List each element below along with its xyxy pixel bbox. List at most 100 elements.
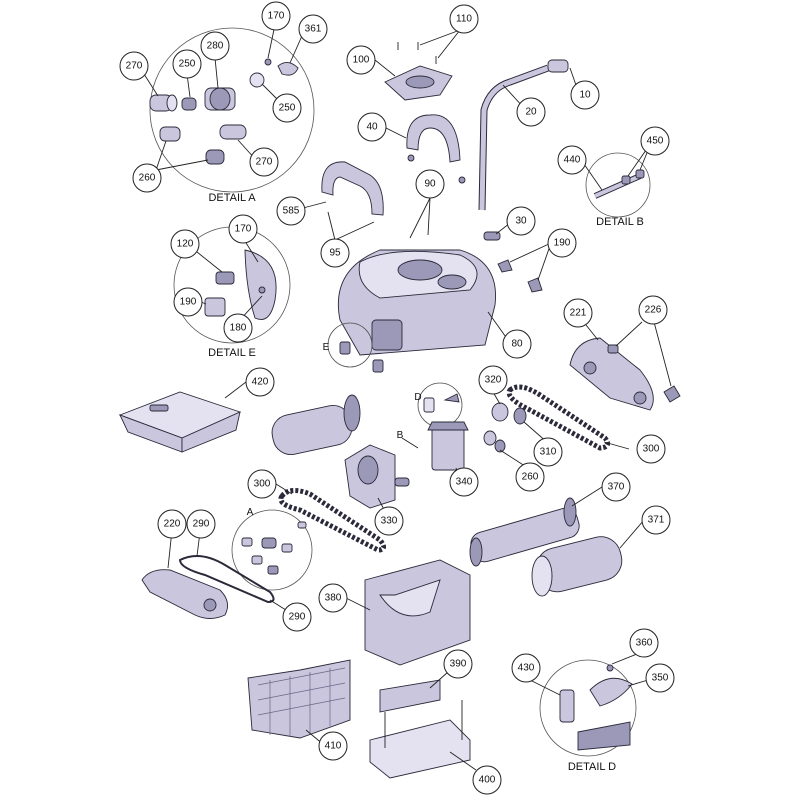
plate-220 xyxy=(141,569,229,619)
callout-180: 180 xyxy=(230,323,247,334)
latch-120 xyxy=(215,271,235,285)
callout-450: 450 xyxy=(647,136,664,147)
callout-361: 361 xyxy=(305,24,322,35)
callout-110: 110 xyxy=(456,14,472,25)
callout-440: 440 xyxy=(564,155,581,166)
roller-center-group xyxy=(271,394,361,455)
top-center-group xyxy=(374,29,578,211)
side-panel-221 xyxy=(569,337,654,411)
motor-330-group: B xyxy=(344,430,419,520)
detail-d-marker: D xyxy=(414,392,421,403)
cradle-380-group xyxy=(345,559,471,666)
clip-226 xyxy=(663,385,681,403)
callout-226: 226 xyxy=(645,305,662,316)
callout-350: 350 xyxy=(652,673,669,684)
board-420-group xyxy=(118,381,247,453)
pump-340-group: D xyxy=(414,382,469,483)
clip-190-b xyxy=(527,277,543,293)
detail-d-ring xyxy=(539,659,637,757)
callout-190-e: 190 xyxy=(180,297,197,308)
callout-410: 410 xyxy=(325,741,342,752)
cover-100-grille xyxy=(405,75,435,89)
frame-400 xyxy=(369,719,471,779)
washer-310 xyxy=(513,407,527,425)
frame-400-group xyxy=(369,671,477,779)
connector-10 xyxy=(547,59,569,73)
washer-250-b xyxy=(249,72,265,88)
callout-95: 95 xyxy=(329,248,341,259)
callout-371: 371 xyxy=(648,515,665,526)
clip-361 xyxy=(277,62,299,76)
handle-40-group xyxy=(383,114,466,184)
callout-170-e: 170 xyxy=(235,224,252,235)
body-80-group: E xyxy=(323,242,552,373)
callout-80: 80 xyxy=(511,339,523,350)
callout-20: 20 xyxy=(525,107,537,118)
panel-170-e xyxy=(244,249,277,320)
callout-280: 280 xyxy=(207,41,224,52)
track-300-right-belt xyxy=(506,384,611,451)
pin-170 xyxy=(264,58,272,66)
pump-340 xyxy=(431,424,465,471)
impeller-350 xyxy=(589,677,633,707)
side-panel-221-group xyxy=(569,321,681,411)
belt-290 xyxy=(178,555,275,604)
callout-250-b: 250 xyxy=(279,103,296,114)
callout-310: 310 xyxy=(540,447,557,458)
callout-250-a: 250 xyxy=(179,59,196,70)
basket-410-group xyxy=(247,659,351,746)
body-80-port xyxy=(397,259,443,281)
detail-b-marker: B xyxy=(397,430,404,441)
bearing-260-b xyxy=(205,149,225,165)
callout-120: 120 xyxy=(177,239,194,250)
clip-190-e xyxy=(204,297,226,317)
callout-320: 320 xyxy=(485,375,502,386)
callout-170-a: 170 xyxy=(268,11,285,22)
bushing-270-end xyxy=(166,94,178,112)
hose-20 xyxy=(478,64,550,211)
detail-a-marker: A xyxy=(247,507,254,518)
detail-d-group: DETAIL D xyxy=(529,651,649,773)
callout-270-b: 270 xyxy=(256,157,273,168)
gear-280-teeth xyxy=(209,87,231,111)
callout-390: 390 xyxy=(450,659,467,670)
callout-290-a: 290 xyxy=(193,519,210,530)
small-parts-right xyxy=(483,391,549,469)
track-300-left xyxy=(275,483,386,553)
callout-370: 370 xyxy=(608,482,625,493)
callout-420: 420 xyxy=(252,377,269,388)
callout-90: 90 xyxy=(424,179,436,190)
roller-center xyxy=(271,405,353,455)
callout-190: 190 xyxy=(554,238,571,249)
detail-a-marker-group: A xyxy=(231,507,313,591)
callout-340: 340 xyxy=(456,477,473,488)
plate-220-group xyxy=(141,523,298,619)
detail-b-group: DETAIL B xyxy=(583,142,652,228)
track-300-right xyxy=(506,384,630,451)
frame-390 xyxy=(379,679,441,713)
detail-e-group: DETAIL E xyxy=(173,226,291,359)
bearing-320 xyxy=(491,402,509,422)
detail-a-ring xyxy=(149,27,315,193)
callout-10: 10 xyxy=(579,90,591,101)
bearing-260-a xyxy=(159,126,181,142)
callout-380: 380 xyxy=(325,593,342,604)
detail-e-marker: E xyxy=(323,342,330,353)
detail-a-label: DETAIL A xyxy=(208,192,256,204)
callout-220: 220 xyxy=(164,519,181,530)
callout-221: 221 xyxy=(570,308,587,319)
clip-190-a xyxy=(497,259,513,273)
handle-40 xyxy=(406,114,461,163)
callout-270-a: 270 xyxy=(126,61,143,72)
callout-40: 40 xyxy=(366,122,378,133)
callout-260: 260 xyxy=(522,472,539,483)
bushing-270-b xyxy=(219,124,247,140)
callouts: 10 20 30 40 80 90 95 100 110 120 170 170… xyxy=(119,1,675,795)
detail-d-label: DETAIL D xyxy=(568,761,616,773)
callout-30: 30 xyxy=(515,216,527,227)
bearing-260 xyxy=(483,430,497,446)
callout-430: 430 xyxy=(518,663,535,674)
track-300-left-belt xyxy=(278,488,386,553)
callout-290-b: 290 xyxy=(289,612,306,623)
